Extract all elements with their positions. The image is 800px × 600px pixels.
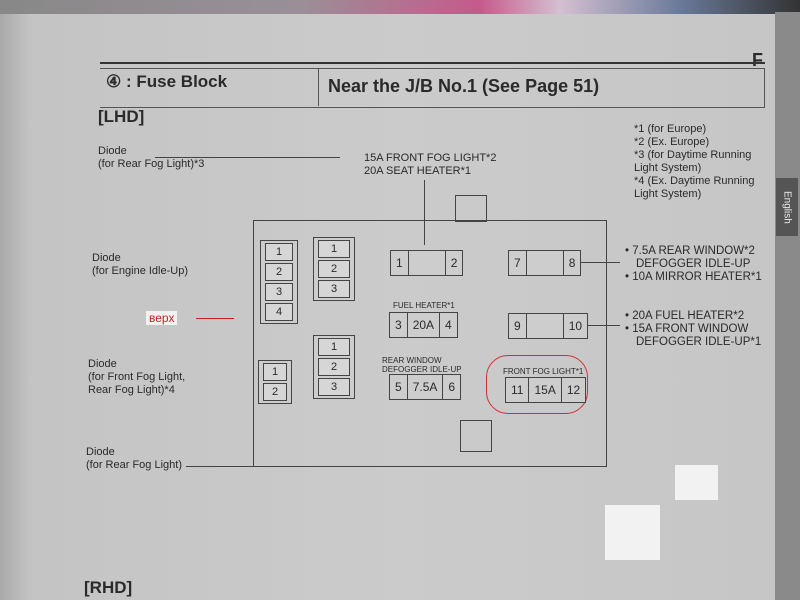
leader-line xyxy=(580,262,620,263)
label-diode-engine: Diode(for Engine Idle-Up) xyxy=(92,252,188,277)
leader-line xyxy=(580,325,620,326)
label-diode-rear-fog-3: Diode(for Rear Fog Light)*3 xyxy=(98,145,205,170)
section-number: ④ xyxy=(106,72,122,91)
fuse-block-latch xyxy=(455,195,487,222)
paper-patch xyxy=(675,465,718,500)
location-title: Near the J/B No.1 (See Page 51) xyxy=(328,76,600,96)
label-diode-front-rear-fog: Diode(for Front Fog Light,Rear Fog Light… xyxy=(88,358,186,396)
footnote: *4 (Ex. Daytime Running Light System) xyxy=(634,175,755,200)
label-diode-rear-fog: Diode(for Rear Fog Light) xyxy=(86,446,182,471)
section-letter: F xyxy=(752,50,763,70)
header-box xyxy=(100,68,765,108)
fuse-label: REAR WINDOW DEFOGGER IDLE-UP xyxy=(382,356,462,374)
leader-line xyxy=(155,157,340,158)
language-tab: English xyxy=(776,178,798,236)
annotation-line xyxy=(196,318,234,319)
annotation-label: верх xyxy=(146,311,178,325)
section-title: Fuse Block xyxy=(136,72,228,91)
leader-line xyxy=(186,466,316,467)
background-magazine xyxy=(0,0,800,14)
footnote: *3 (for Daytime Running Light System) xyxy=(634,149,752,174)
leader-line xyxy=(424,180,425,245)
separator: : xyxy=(125,72,132,91)
manual-page xyxy=(0,12,775,600)
page-edge xyxy=(775,12,800,600)
paper-patch xyxy=(605,505,660,560)
fuse-label: FRONT FOG LIGHT*1 xyxy=(503,367,584,376)
header-divider xyxy=(318,68,319,106)
fuse-block-body xyxy=(253,220,607,467)
fuse-block-latch xyxy=(460,420,492,452)
variant-lhd: [LHD] xyxy=(98,107,145,126)
divider xyxy=(100,62,765,64)
footnote: *1 (for Europe) xyxy=(634,123,707,135)
fuse-label: FUEL HEATER*1 xyxy=(393,301,455,310)
highlight-circle xyxy=(486,355,588,414)
footnotes: *1 (for Europe) *2 (Ex. Europe) *3 (for … xyxy=(634,123,774,201)
footnote: *2 (Ex. Europe) xyxy=(634,136,710,148)
variant-rhd: [RHD] xyxy=(84,578,133,597)
